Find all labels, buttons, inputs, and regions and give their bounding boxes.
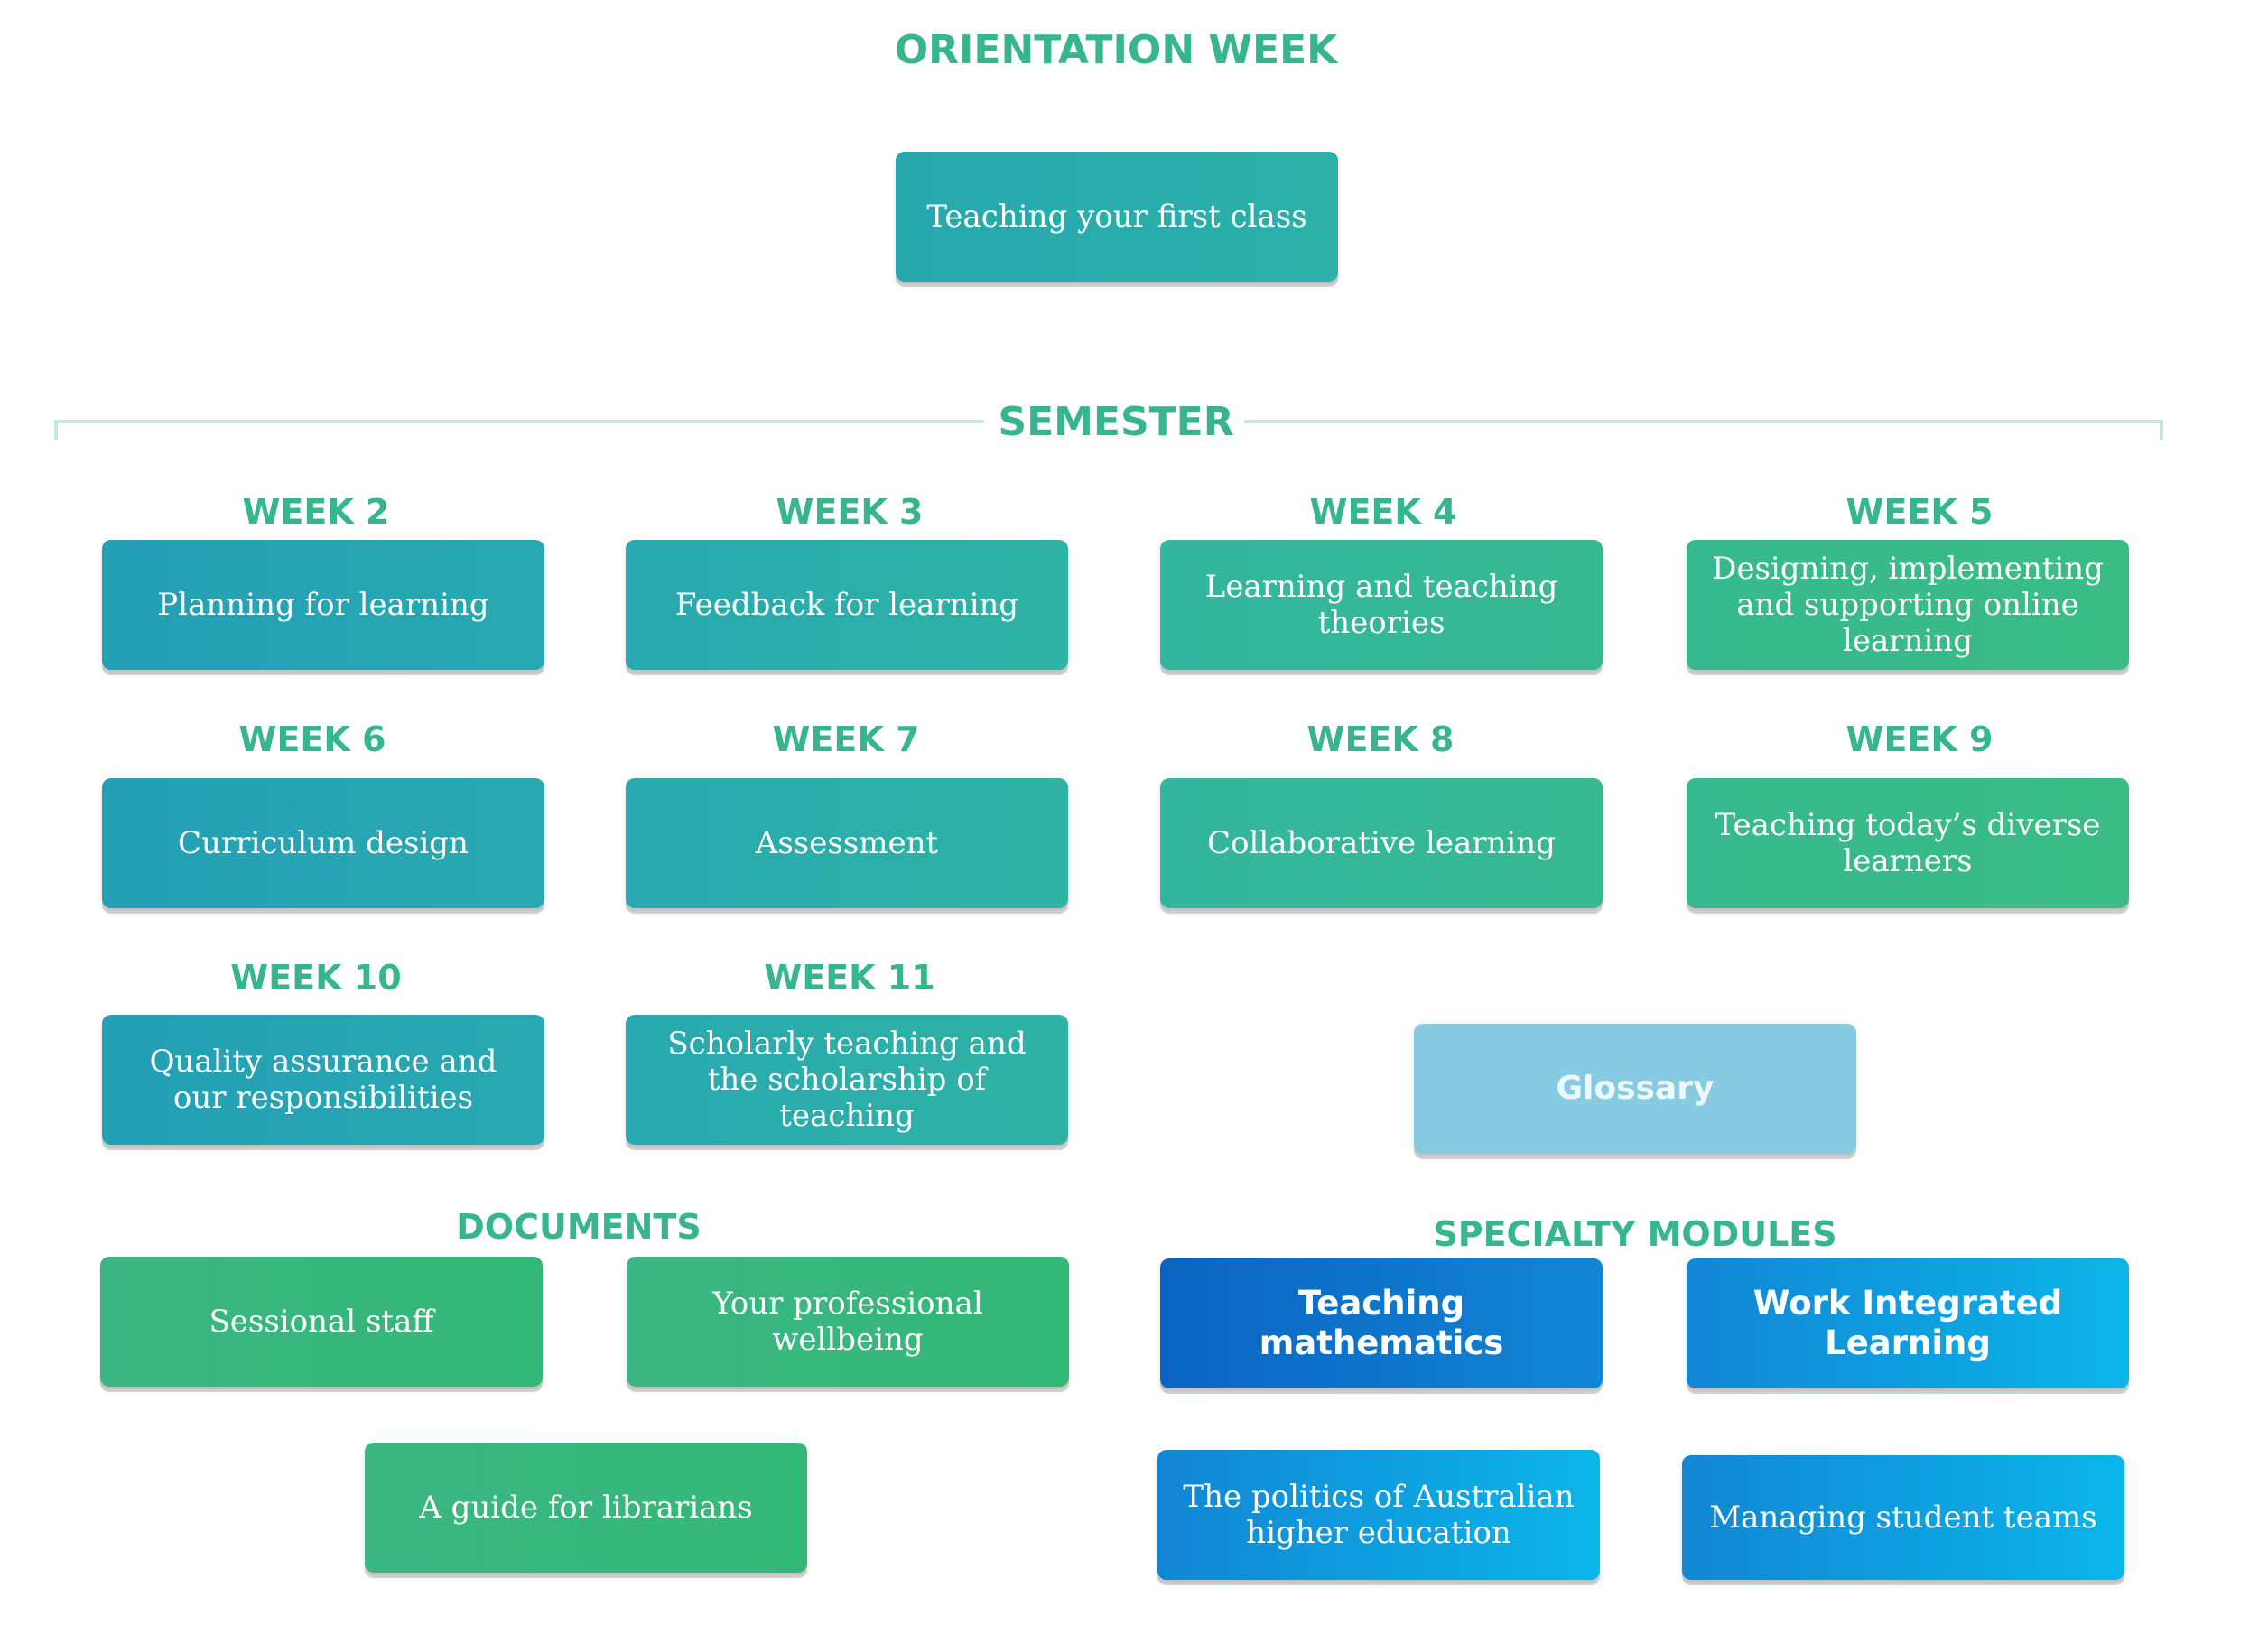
semester-divider-right-tick bbox=[2160, 420, 2163, 440]
module-label: Feedback for learning bbox=[674, 586, 1019, 623]
specialty-label: The politics of Australian higher educat… bbox=[1183, 1478, 1575, 1551]
module-feedback-for-learning[interactable]: Feedback for learning bbox=[626, 540, 1068, 670]
module-label: Quality assurance and our responsibiliti… bbox=[149, 1043, 497, 1116]
semester-divider-right bbox=[1244, 420, 2163, 423]
module-label: Teaching your first class bbox=[926, 198, 1307, 235]
documents-heading: DOCUMENTS bbox=[456, 1207, 702, 1247]
module-online-learning[interactable]: Designing, implementing and supporting o… bbox=[1687, 540, 2129, 670]
module-label: Planning for learning bbox=[157, 586, 489, 623]
week-2-heading: WEEK 2 bbox=[242, 492, 390, 532]
week-3-heading: WEEK 3 bbox=[776, 492, 924, 532]
specialty-label: Work Integrated Learning bbox=[1752, 1284, 2063, 1362]
week-6-heading: WEEK 6 bbox=[238, 720, 386, 759]
module-label: Collaborative learning bbox=[1207, 824, 1556, 861]
module-learning-teaching-theories[interactable]: Learning and teaching theories bbox=[1160, 540, 1603, 670]
document-label: Your professional wellbeing bbox=[712, 1285, 983, 1358]
glossary-label: Glossary bbox=[1556, 1069, 1715, 1107]
module-assessment[interactable]: Assessment bbox=[626, 778, 1068, 908]
module-label: Curriculum design bbox=[178, 824, 469, 861]
module-teaching-first-class[interactable]: Teaching your first class bbox=[896, 152, 1338, 282]
week-10-heading: WEEK 10 bbox=[230, 958, 402, 998]
module-label: Teaching today’s diverse learners bbox=[1715, 806, 2101, 879]
specialty-politics-australian-higher-education[interactable]: The politics of Australian higher educat… bbox=[1157, 1450, 1600, 1580]
module-label: Scholarly teaching and the scholarship o… bbox=[667, 1025, 1027, 1135]
week-5-heading: WEEK 5 bbox=[1845, 492, 1994, 532]
orientation-week-heading: ORIENTATION WEEK bbox=[894, 27, 1338, 73]
module-quality-assurance[interactable]: Quality assurance and our responsibiliti… bbox=[102, 1015, 544, 1145]
specialty-work-integrated-learning[interactable]: Work Integrated Learning bbox=[1687, 1258, 2129, 1388]
specialty-label: Teaching mathematics bbox=[1259, 1284, 1504, 1362]
week-4-heading: WEEK 4 bbox=[1309, 492, 1457, 532]
module-curriculum-design[interactable]: Curriculum design bbox=[102, 778, 544, 908]
module-planning-for-learning[interactable]: Planning for learning bbox=[102, 540, 544, 670]
document-sessional-staff[interactable]: Sessional staff bbox=[100, 1257, 543, 1387]
module-diverse-learners[interactable]: Teaching today’s diverse learners bbox=[1687, 778, 2129, 908]
week-11-heading: WEEK 11 bbox=[764, 958, 935, 998]
semester-divider-left-tick bbox=[54, 420, 58, 440]
module-label: Learning and teaching theories bbox=[1204, 568, 1558, 641]
semester-heading: SEMESTER bbox=[998, 399, 1234, 445]
semester-divider-left bbox=[54, 420, 984, 423]
week-9-heading: WEEK 9 bbox=[1845, 720, 1994, 759]
specialty-managing-student-teams[interactable]: Managing student teams bbox=[1682, 1455, 2124, 1580]
document-label: A guide for librarians bbox=[419, 1489, 753, 1526]
glossary-button[interactable]: Glossary bbox=[1414, 1024, 1856, 1154]
document-label: Sessional staff bbox=[209, 1303, 434, 1340]
module-scholarly-teaching[interactable]: Scholarly teaching and the scholarship o… bbox=[626, 1015, 1068, 1145]
document-professional-wellbeing[interactable]: Your professional wellbeing bbox=[627, 1257, 1069, 1387]
week-7-heading: WEEK 7 bbox=[772, 720, 920, 759]
week-8-heading: WEEK 8 bbox=[1306, 720, 1455, 759]
module-collaborative-learning[interactable]: Collaborative learning bbox=[1160, 778, 1603, 908]
specialty-teaching-mathematics[interactable]: Teaching mathematics bbox=[1160, 1258, 1603, 1388]
module-label: Designing, implementing and supporting o… bbox=[1712, 550, 2104, 660]
module-label: Assessment bbox=[755, 824, 939, 861]
specialty-label: Managing student teams bbox=[1709, 1499, 2097, 1536]
document-guide-for-librarians[interactable]: A guide for librarians bbox=[365, 1443, 807, 1573]
specialty-modules-heading: SPECIALTY MODULES bbox=[1433, 1214, 1837, 1254]
